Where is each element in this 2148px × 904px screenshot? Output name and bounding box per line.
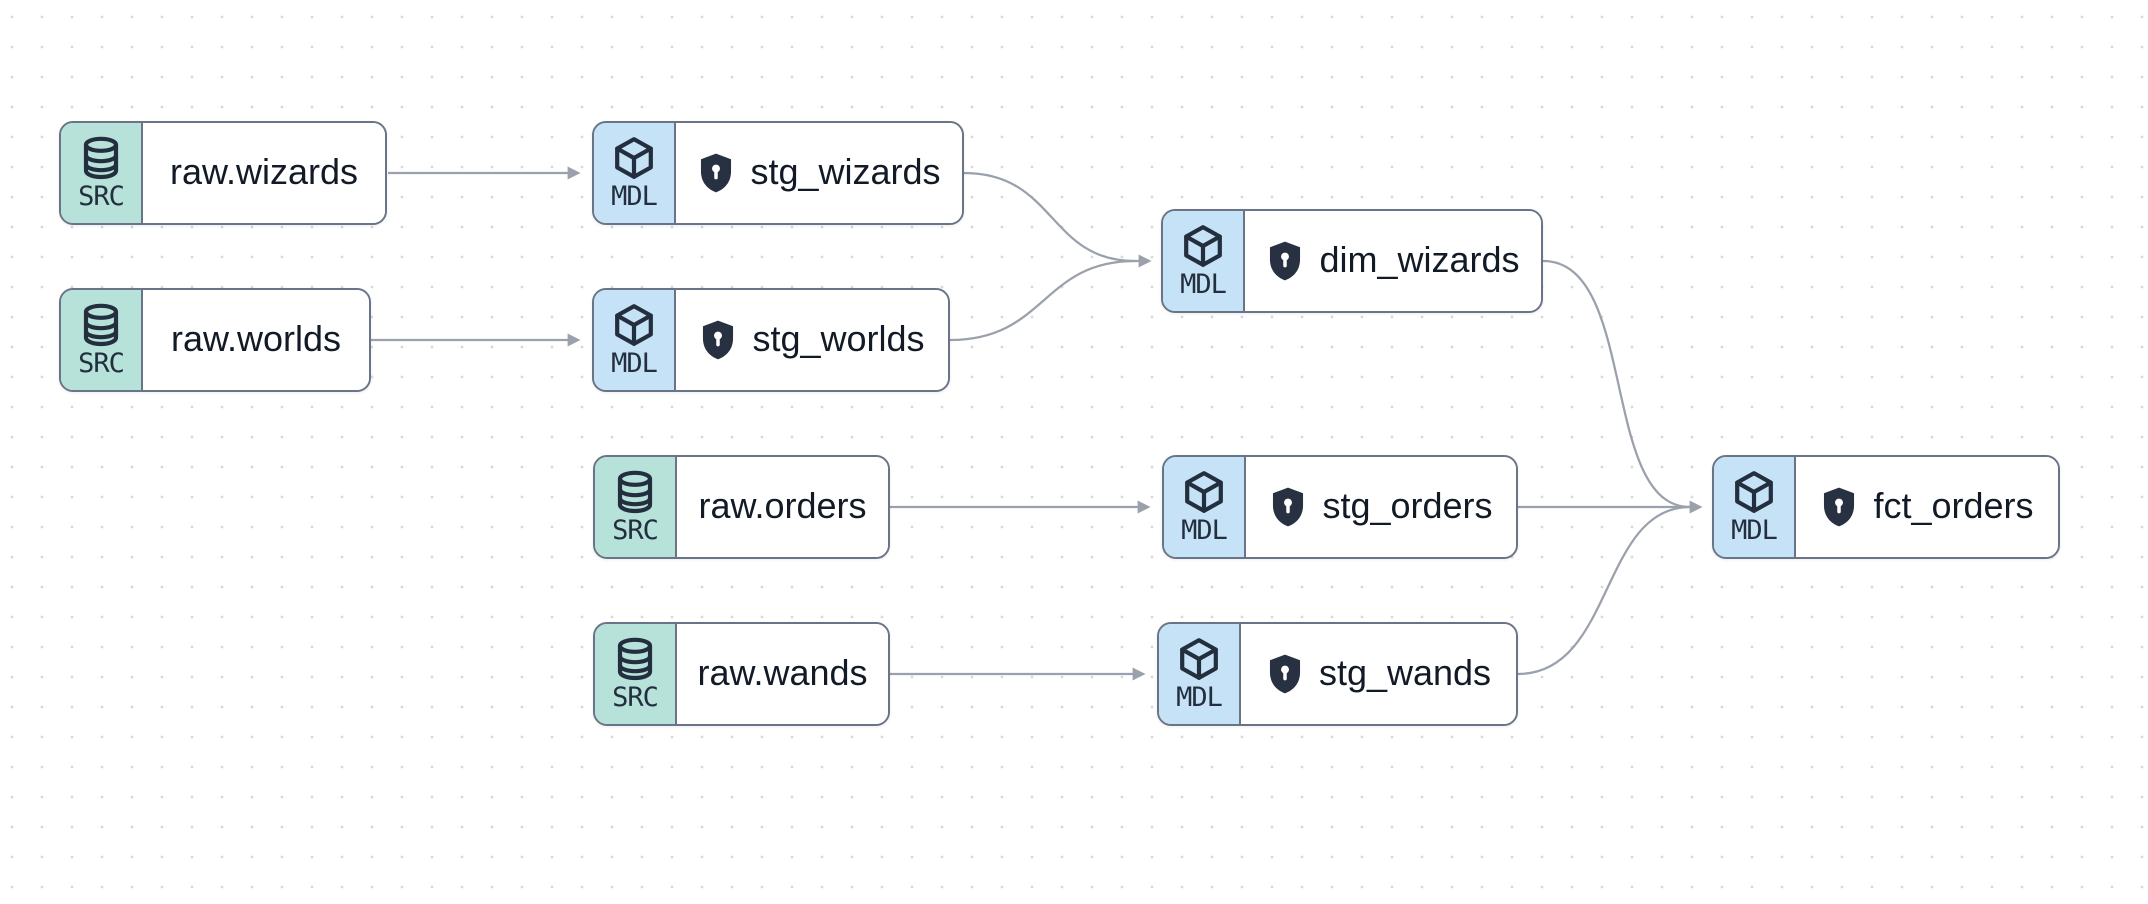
node-stg-wizards[interactable]: MDL stg_wizards [592,121,964,225]
node-body: raw.worlds [143,290,369,390]
edge-stg-wizards-to-dim-wizards [963,171,1136,263]
node-label: stg_worlds [752,318,925,359]
edge-stg-worlds-to-dim-wizards [949,259,1136,342]
node-stg-orders[interactable]: MDL stg_orders [1162,455,1518,559]
node-body: raw.wizards [143,123,385,223]
node-stg-wands[interactable]: MDL stg_wands [1157,622,1518,726]
node-stg-worlds[interactable]: MDL stg_worlds [592,288,950,392]
node-body: raw.orders [677,457,888,557]
cube-icon [610,134,658,182]
database-icon [611,468,659,516]
node-body: fct_orders [1796,457,2058,557]
edge-stg-wands-to-fct-orders [1517,505,1691,676]
node-raw-orders[interactable]: SRC raw.orders [593,455,890,559]
shield-lock-icon [699,319,737,361]
shield-lock-icon [1266,653,1304,695]
node-type-badge: MDL [1164,457,1246,557]
edge-dim-wizards-to-fct-orders [1542,259,1691,509]
node-body: dim_wizards [1245,211,1541,311]
node-body: stg_wizards [676,123,962,223]
database-icon [611,635,659,683]
node-label: stg_orders [1322,485,1493,526]
node-type-badge: MDL [594,123,676,223]
cube-icon [1179,222,1227,270]
node-body: stg_wands [1241,624,1516,724]
cube-icon [1180,468,1228,516]
node-raw-wands[interactable]: SRC raw.wands [593,622,890,726]
node-type-label: MDL [1176,682,1223,713]
node-label: stg_wizards [750,151,941,192]
node-type-label: SRC [78,181,125,212]
node-raw-wizards[interactable]: SRC raw.wizards [59,121,387,225]
node-type-label: SRC [612,515,659,546]
node-body: stg_orders [1246,457,1516,557]
node-type-badge: SRC [61,123,143,223]
node-body: stg_worlds [676,290,948,390]
node-label: dim_wizards [1319,239,1520,280]
database-icon [77,301,125,349]
node-label: fct_orders [1873,485,2034,526]
node-label: raw.orders [698,485,867,526]
node-label: raw.worlds [170,318,342,359]
node-type-label: MDL [611,181,658,212]
shield-lock-icon [1269,486,1307,528]
database-icon [77,134,125,182]
node-type-badge: SRC [595,457,677,557]
shield-lock-icon [697,152,735,194]
node-type-label: SRC [78,348,125,379]
node-type-badge: MDL [1159,624,1241,724]
node-type-badge: MDL [1714,457,1796,557]
shield-lock-icon [1820,486,1858,528]
node-type-badge: SRC [61,290,143,390]
cube-icon [1175,635,1223,683]
node-type-label: MDL [1181,515,1228,546]
node-label: stg_wands [1318,652,1492,693]
cube-icon [610,301,658,349]
node-type-badge: SRC [595,624,677,724]
node-type-label: SRC [612,682,659,713]
node-type-badge: MDL [594,290,676,390]
node-fct-orders[interactable]: MDL fct_orders [1712,455,2060,559]
node-dim-wizards[interactable]: MDL dim_wizards [1161,209,1543,313]
cube-icon [1730,468,1778,516]
node-type-label: MDL [611,348,658,379]
node-body: raw.wands [677,624,888,724]
node-label: raw.wands [697,652,868,693]
node-raw-worlds[interactable]: SRC raw.worlds [59,288,371,392]
node-label: raw.wizards [169,151,359,192]
node-type-badge: MDL [1163,211,1245,311]
node-type-label: MDL [1180,269,1227,300]
shield-lock-icon [1266,240,1304,282]
node-type-label: MDL [1731,515,1778,546]
